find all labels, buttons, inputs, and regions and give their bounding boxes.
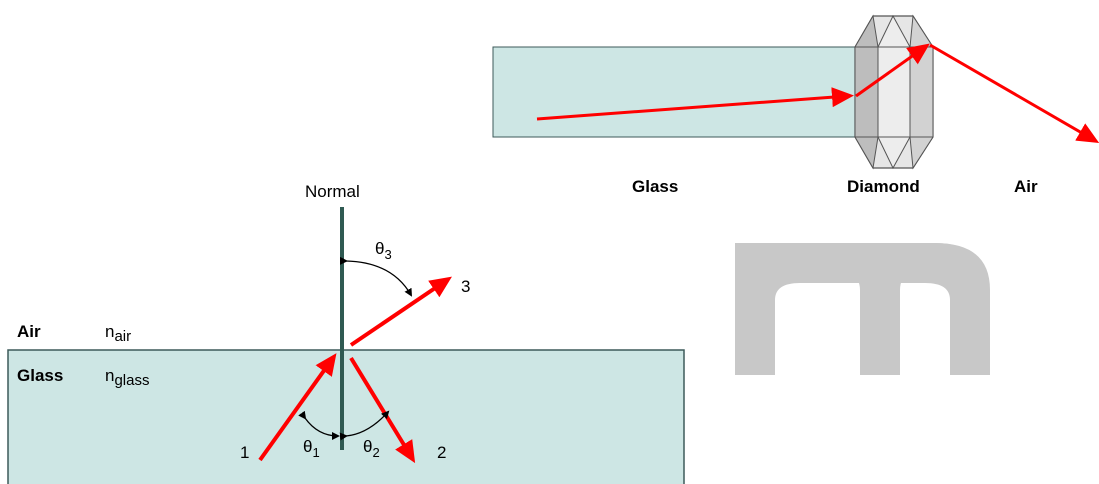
top-glass-block bbox=[492, 46, 856, 138]
top-label-glass: Glass bbox=[632, 177, 678, 196]
n-air-label: nair bbox=[105, 322, 131, 345]
diamond-left-face bbox=[854, 14, 879, 170]
diamond-crystal bbox=[854, 14, 934, 170]
diamond-right-face bbox=[909, 14, 934, 170]
theta-3-label: θ3 bbox=[375, 239, 392, 262]
top-ray-glass bbox=[536, 87, 854, 121]
top-ray-diamond bbox=[855, 43, 930, 98]
ray-3-label: 3 bbox=[461, 277, 470, 296]
ray-2-reflected bbox=[349, 356, 416, 464]
theta-1-label: θ1 bbox=[303, 437, 320, 460]
bottom-diagram: Normal Air nair Glass nglass 1 2 3 θ1 θ2… bbox=[7, 182, 685, 484]
glass-label: Glass bbox=[17, 366, 63, 385]
theta-3-arc bbox=[339, 256, 412, 297]
air-label: Air bbox=[17, 322, 41, 341]
top-label-diamond: Diamond bbox=[847, 177, 920, 196]
ray-1-label: 1 bbox=[240, 443, 249, 462]
top-label-air: Air bbox=[1014, 177, 1038, 196]
normal-label: Normal bbox=[305, 182, 360, 201]
theta-2-label: θ2 bbox=[363, 437, 380, 460]
ray-1-incident bbox=[258, 353, 337, 462]
top-ray-air bbox=[929, 43, 1099, 144]
m-logo-shape bbox=[735, 243, 990, 375]
ray-2-label: 2 bbox=[437, 443, 446, 462]
theta-2-arc bbox=[339, 410, 390, 441]
theta-1-arc bbox=[298, 410, 340, 440]
n-glass-label: nglass bbox=[105, 366, 150, 389]
top-diagram: Glass Diamond Air bbox=[492, 14, 1099, 196]
ray-3-refracted bbox=[349, 276, 452, 347]
diamond-mid-face bbox=[877, 14, 911, 170]
